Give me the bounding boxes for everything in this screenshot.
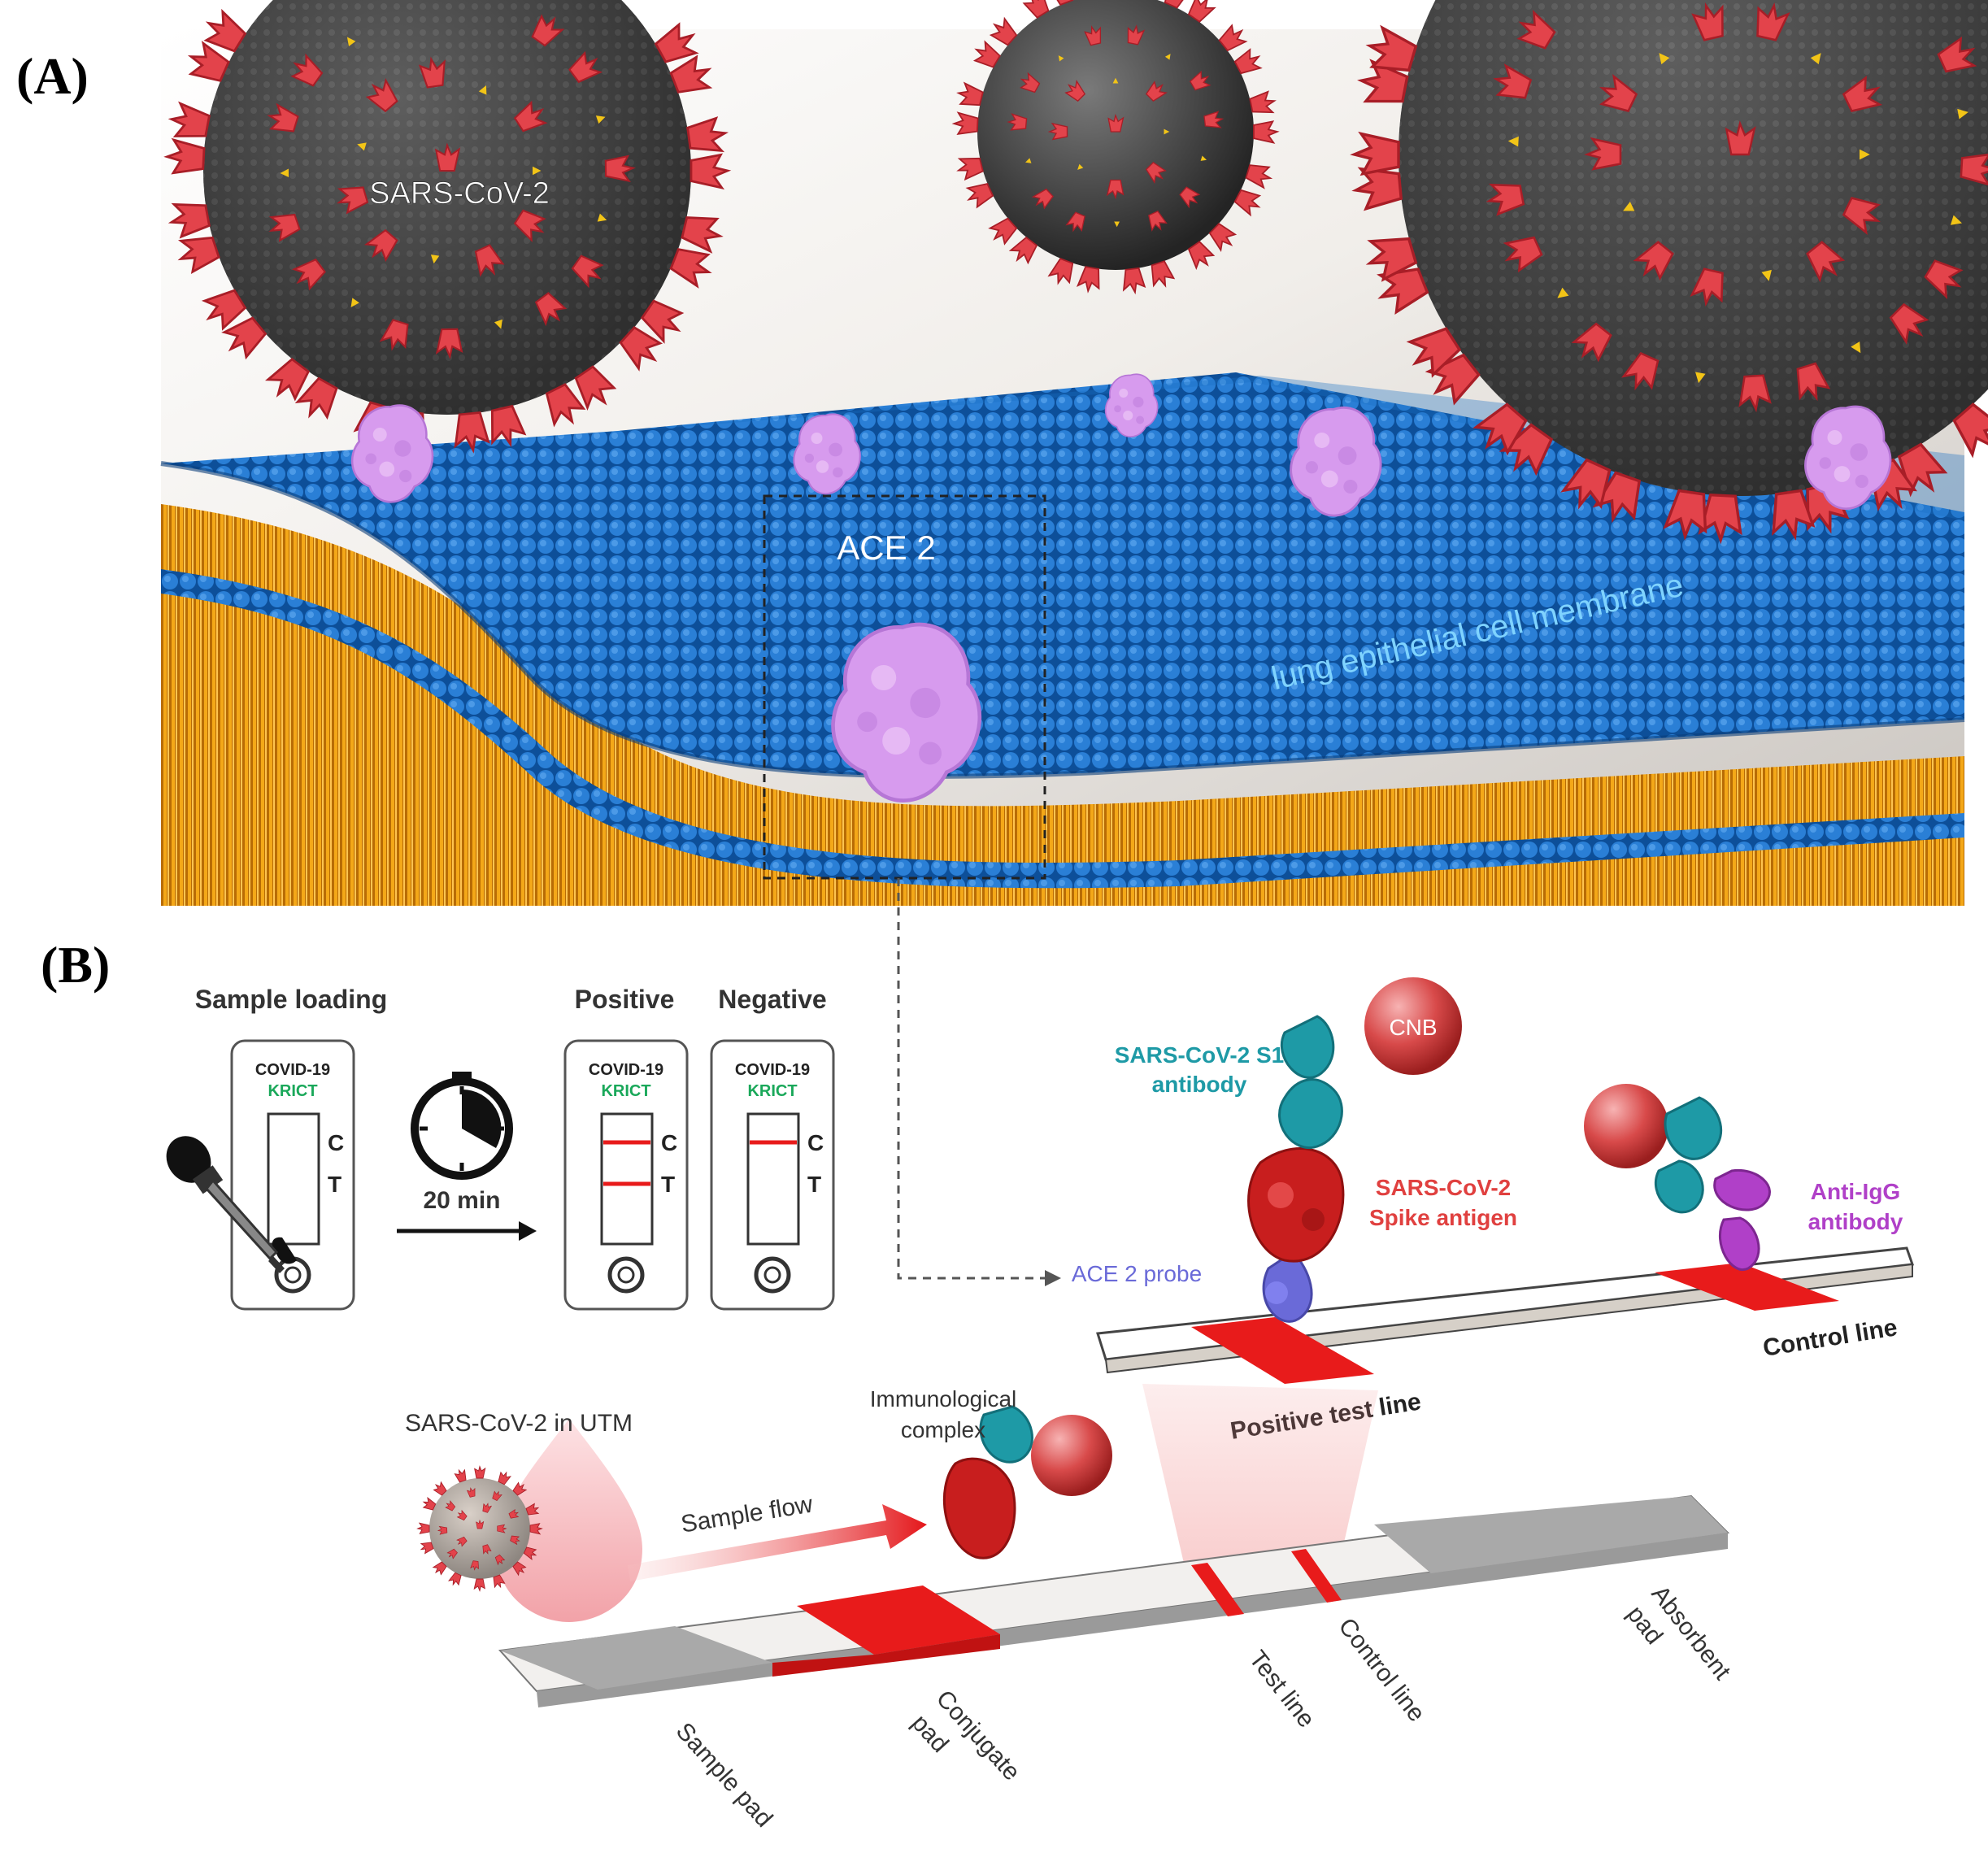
- sample-pad: [500, 1626, 772, 1690]
- c-mark: C: [807, 1130, 824, 1155]
- test-line-complex: [1247, 1015, 1345, 1323]
- anti-igg-label-1: Anti-IgG: [1811, 1179, 1900, 1204]
- ace2-label: ACE 2: [837, 528, 935, 567]
- panel-b-label: (B): [41, 936, 110, 994]
- cnb-particle: [1364, 977, 1462, 1075]
- strip-control-line: [1291, 1549, 1342, 1603]
- c-mark: C: [328, 1130, 344, 1155]
- cassette-brand: COVID-19: [255, 1061, 330, 1079]
- positive-title: Positive: [575, 985, 675, 1014]
- s1-antibody-label-2: antibody: [1152, 1072, 1247, 1097]
- negative-title: Negative: [718, 985, 826, 1014]
- control-line-complex: [1584, 1084, 1771, 1272]
- t-mark: T: [328, 1172, 341, 1197]
- cassette-sample-loading: COVID-19 KRICT C T: [232, 1041, 354, 1309]
- cassette-positive: COVID-19 KRICT C T: [565, 1041, 687, 1309]
- virus-large-left: [203, 0, 691, 415]
- spike-antigen-label-1: SARS-CoV-2: [1376, 1175, 1511, 1200]
- dropper-icon: [166, 1136, 285, 1273]
- s1-antibody-shape: [1278, 1078, 1343, 1150]
- cassette-brand: COVID-19: [735, 1061, 810, 1079]
- sample-loading-title: Sample loading: [195, 985, 387, 1014]
- test-line-label: Test line: [1243, 1646, 1320, 1733]
- spike-antigen-shape: [1247, 1147, 1345, 1263]
- cassette-sub: KRICT: [268, 1082, 317, 1100]
- t-mark: T: [807, 1172, 821, 1197]
- zoomed-control-line-label: Control line: [1761, 1314, 1899, 1362]
- cassette-sub: KRICT: [601, 1082, 650, 1100]
- zoomed-test-line: [1191, 1317, 1374, 1384]
- zoomed-control-line: [1655, 1263, 1839, 1311]
- spike-antigen-label-2: Spike antigen: [1369, 1205, 1517, 1230]
- panel-a-label: (A): [16, 47, 89, 105]
- virus-spike: [417, 1522, 430, 1534]
- cassette-negative: COVID-19 KRICT C T: [711, 1041, 833, 1309]
- cassette-sub: KRICT: [747, 1082, 797, 1100]
- sample-flow-label: Sample flow: [679, 1490, 815, 1538]
- ace2-connector: [897, 878, 1045, 1280]
- sample-pad-label: Sample pad: [671, 1718, 778, 1833]
- virus-spike: [473, 1578, 485, 1591]
- sample-flow-arrow: [628, 1504, 927, 1581]
- immunological-complex: [942, 1405, 1112, 1559]
- strip-test-line: [1191, 1563, 1244, 1616]
- virus-spike: [474, 1466, 486, 1479]
- timer-icon: [411, 1072, 513, 1180]
- s1-antibody-label-1: SARS-CoV-2 S1: [1115, 1042, 1285, 1068]
- workflow: Sample loading Positive Negative COVID-1…: [166, 985, 833, 1309]
- zoomed-strip: [1096, 1246, 1915, 1384]
- cnb-label: CNB: [1389, 1015, 1437, 1040]
- immuno-label-2: complex: [901, 1417, 985, 1442]
- sample-in-utm-label: SARS-CoV-2 in UTM: [405, 1410, 633, 1437]
- conjugate-pad: [797, 1585, 1000, 1655]
- absorbent-pad: [1374, 1496, 1728, 1573]
- timer-label: 20 min: [423, 1187, 500, 1214]
- cnb-particle: [1584, 1084, 1668, 1168]
- c-mark: C: [661, 1130, 677, 1155]
- t-mark: T: [661, 1172, 675, 1197]
- ace2-connector-arrow: [1045, 1270, 1061, 1286]
- virus-label: SARS-CoV-2: [369, 176, 550, 211]
- workflow-arrow-head: [519, 1221, 537, 1241]
- anti-igg-label-2: antibody: [1808, 1209, 1903, 1234]
- lateral-flow-strip: [498, 1494, 1730, 1707]
- cassette-brand: COVID-19: [589, 1061, 663, 1079]
- sample-droplet: [496, 1419, 642, 1622]
- immuno-label-1: Immunological: [870, 1386, 1017, 1411]
- panel-a-scene: SARS-CoV-2 ACE 2 lung epithelial cell me…: [160, 0, 1988, 906]
- magnification-beam: [1142, 1384, 1378, 1590]
- control-line-label: Control line: [1333, 1613, 1429, 1727]
- virus-large-right: [1399, 0, 1988, 496]
- ace2-highlight-box: [763, 494, 1046, 880]
- ace2-probe-label: ACE 2 probe: [1072, 1261, 1202, 1286]
